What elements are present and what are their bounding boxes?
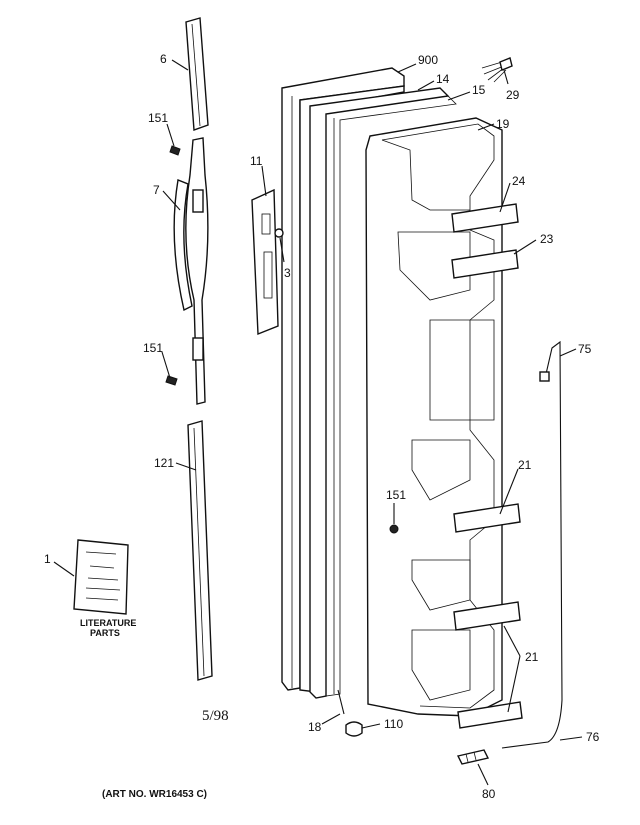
plug-part-110: [345, 721, 363, 737]
callout-6: 6: [160, 52, 167, 66]
clip-part-29: [481, 57, 513, 83]
callout-23: 23: [540, 232, 554, 246]
literature-booklet: [73, 539, 129, 615]
handle-trim-upper: [185, 17, 209, 131]
callout-80: 80: [482, 787, 496, 801]
hinge-bracket: [251, 188, 279, 336]
callout-11: 11: [250, 154, 263, 168]
shelf-bar-23: [451, 249, 519, 279]
shelf-bar-21-c: [457, 701, 523, 729]
leader-lines: [53, 59, 583, 786]
shelf-bar-21-b: [453, 601, 521, 631]
callout-75: 75: [578, 342, 592, 356]
callout-21-upper: 21: [518, 458, 532, 472]
shelf-bar-21-a: [453, 503, 521, 533]
callout-18: 18: [308, 720, 322, 734]
callout-151-right: 151: [386, 488, 406, 502]
callout-19: 19: [496, 117, 510, 131]
handle-trim-lower: [187, 420, 213, 681]
screw-151-top: [169, 145, 181, 156]
callout-110: 110: [384, 717, 403, 731]
callout-121: 121: [154, 456, 174, 470]
callout-29: 29: [506, 88, 520, 102]
gasket-corner-18: [337, 689, 345, 715]
wire-harness: [501, 340, 563, 749]
art-number: (ART NO. WR16453 C): [102, 789, 207, 800]
callout-7: 7: [153, 183, 160, 197]
callout-3: 3: [284, 266, 291, 280]
callout-14: 14: [436, 72, 450, 86]
callout-151-middle: 151: [143, 341, 163, 355]
connector-part-80: [456, 749, 490, 765]
shelf-bar-24: [451, 203, 519, 233]
callout-labels: 900 14 15 29 19 6 151 11 24 7 23 3 75 15…: [44, 52, 600, 801]
cam-part-3: [274, 228, 284, 238]
screw-151-middle: [165, 375, 178, 386]
callout-21-lower: 21: [525, 650, 539, 664]
callout-24: 24: [512, 174, 526, 188]
literature-label-line2: PARTS: [90, 628, 120, 638]
callout-76: 76: [586, 730, 600, 744]
callout-900: 900: [418, 53, 438, 67]
callout-1: 1: [44, 552, 51, 566]
screw-151-right: [389, 524, 399, 534]
door-gasket: [309, 87, 457, 699]
callout-15: 15: [472, 83, 486, 97]
date-code: 5/98: [202, 708, 229, 724]
handle: [173, 137, 209, 405]
callout-151-top: 151: [148, 111, 168, 125]
literature-label-line1: LITERATURE: [80, 618, 136, 628]
